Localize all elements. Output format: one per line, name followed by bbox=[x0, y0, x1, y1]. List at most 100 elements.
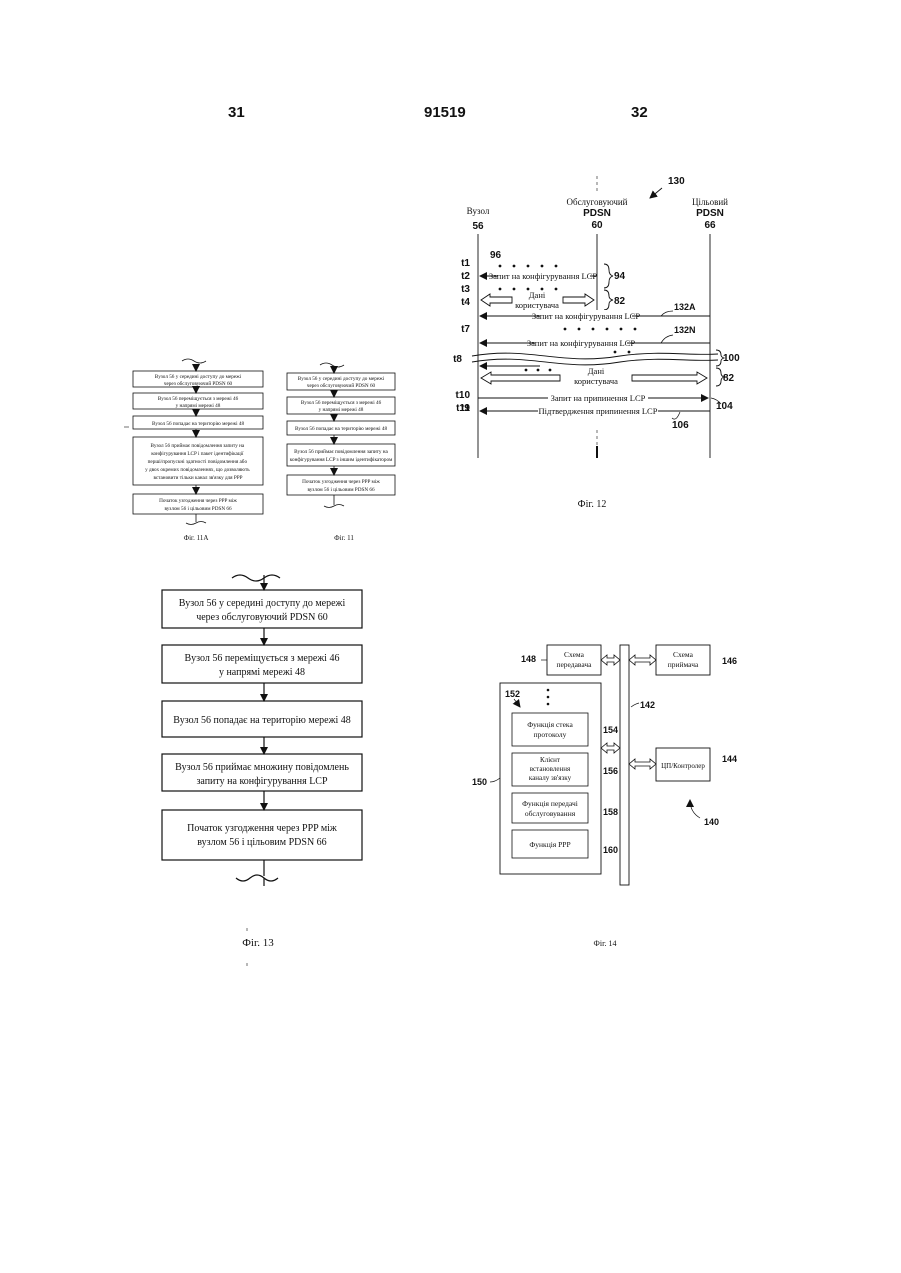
svg-text:Початок узгодження через PPP м: Початок узгодження через PPP між вузлом 5… bbox=[159, 498, 237, 512]
fig11-box-1-l2: через обслуговуючий PDSN 60 bbox=[307, 382, 376, 389]
fig13-box-5 bbox=[162, 810, 362, 860]
ref-82a: 82 bbox=[614, 296, 626, 307]
fig13-box-1-l2: через обслуговуючий PDSN 60 bbox=[196, 612, 328, 623]
fig12-caption: Фіг. 12 bbox=[578, 499, 607, 510]
fig11-box-5-l2: вузлом 56 і цільовим PDSN 66 bbox=[307, 487, 375, 493]
serving-num: 60 bbox=[591, 220, 603, 231]
fig11a-box-1-l1: Вузол 56 у середині доступу до мережі bbox=[155, 374, 242, 380]
fig13-box-3-l1: Вузол 56 попадає на територію мережі 48 bbox=[173, 715, 351, 726]
t1: t1 bbox=[461, 258, 470, 269]
svg-text:Вузол 56 у середині доступу до: Вузол 56 у середині доступу до мережічер… bbox=[155, 374, 242, 387]
svg-text:Вузол 56 у середині доступу до: Вузол 56 у середині доступу до мережічер… bbox=[298, 376, 385, 389]
serving-pdsn: PDSN bbox=[583, 208, 611, 219]
msg-term-ack: Підтвердження припинення LCP bbox=[539, 406, 658, 416]
fig13-box-2-l1: Вузол 56 переміщується з мережі 46 bbox=[185, 653, 340, 664]
ref-132n: 132N bbox=[674, 325, 696, 335]
fig11a-box-4-l4: у двох окремих повідомленнях, що дозволя… bbox=[145, 467, 250, 473]
fig11a-box-1-l2: через обслуговуючий PDSN 60 bbox=[164, 380, 233, 387]
fig11-box-3-l1: Вузол 56 попадає на територію мережі 48 bbox=[295, 426, 388, 432]
msg-data-2a: Дані bbox=[588, 366, 605, 376]
ref-154: 154 bbox=[603, 725, 618, 735]
block-2-l3: каналу зв'язку bbox=[529, 774, 572, 782]
fig11a-box-2-l1: Вузол 56 переміщується з мережі 46 bbox=[158, 396, 239, 402]
t4: t4 bbox=[461, 297, 470, 308]
fig14-caption: Фіг. 14 bbox=[594, 939, 617, 948]
handoff-block bbox=[512, 793, 588, 823]
ref-132a: 132A bbox=[674, 302, 696, 312]
svg-text:Функція стекапротоколу: Функція стекапротоколу bbox=[527, 720, 573, 739]
msg-lcp-1: Запит на конфігурування LCP bbox=[489, 271, 597, 281]
fig11a-box-4-l5: встановити тільки канал зв'язку для PPP bbox=[153, 475, 242, 481]
controller-label: ЦП/Контролер bbox=[661, 762, 705, 770]
figure-11a: Вузол 56 у середині доступу до мережічер… bbox=[133, 359, 263, 542]
receiver-l2: приймача bbox=[668, 660, 699, 669]
fig11-box-2-l1: Вузол 56 переміщується з мережі 46 bbox=[301, 400, 382, 406]
ref-82b: 82 bbox=[723, 373, 735, 384]
svg-text:Вузол 56 у середині доступу до: Вузол 56 у середині доступу до мережі чер… bbox=[179, 598, 346, 623]
block-4-l1: Функція PPP bbox=[529, 840, 570, 849]
svg-text:Функція передачіобслуговування: Функція передачіобслуговування bbox=[522, 799, 578, 818]
fig11a-box-4-l2: конфігурування LCP і пакет ідентифікації bbox=[151, 450, 244, 457]
ref-106: 106 bbox=[672, 420, 689, 431]
ref-96: 96 bbox=[490, 250, 502, 261]
ref-148: 148 bbox=[521, 654, 536, 664]
t7: t7 bbox=[461, 324, 470, 335]
block-3-l1: Функція передачі bbox=[522, 799, 578, 808]
ref-140: 140 bbox=[704, 817, 719, 827]
fig13-box-2-l2: у напрямі мережі 48 bbox=[219, 667, 305, 678]
svg-text:Вузол 56 переміщується з мереж: Вузол 56 переміщується з мережі 46 у напр… bbox=[185, 653, 340, 678]
msg-lcp-3: Запит на конфігурування LCP bbox=[527, 338, 635, 348]
transmitter-l2: передавача bbox=[556, 660, 592, 669]
fig11-box-4-l2: конфігурування LCP з іншим ідентифікатор… bbox=[290, 456, 393, 463]
ref-104: 104 bbox=[716, 401, 733, 412]
fig11-box-5-l1: Початок узгодження через PPP між bbox=[302, 479, 380, 485]
block-1-l1: Функція стека bbox=[527, 720, 573, 729]
fig11a-box-5-l2: вузлом 56 і цільовим PDSN 66 bbox=[164, 506, 232, 512]
figure-14: 142 Схемапередавача 148 Схемаприймача 14… bbox=[472, 645, 737, 948]
target-label: Цільовий bbox=[692, 197, 728, 207]
svg-text:Вузол 56 приймає множину повід: Вузол 56 приймає множину повідомлень запи… bbox=[175, 762, 349, 787]
fig11a-box-5-l1: Початок узгодження через PPP між bbox=[159, 498, 237, 504]
node-num: 56 bbox=[472, 221, 484, 232]
fig11-box-4-l1: Вузол 56 приймає повідомлення запиту на bbox=[294, 448, 388, 455]
block-3-l2: обслуговування bbox=[525, 809, 576, 818]
ref-100: 100 bbox=[723, 353, 740, 364]
svg-text:Вузол 56 приймає повідомлення: Вузол 56 приймає повідомлення запиту на … bbox=[145, 442, 251, 481]
figure-12: 130 Вузол 56 Обслуговуючий PDSN 60 Цільо… bbox=[453, 176, 740, 510]
fig11-caption: Фіг. 11 bbox=[334, 534, 354, 542]
t2: t2 bbox=[461, 271, 470, 282]
t11: t11 bbox=[456, 403, 470, 414]
receiver-l1: Схема bbox=[673, 650, 694, 659]
ref-146: 146 bbox=[722, 656, 737, 666]
msg-data-1a: Дані bbox=[529, 290, 546, 300]
ref-94: 94 bbox=[614, 271, 626, 282]
ref-142: 142 bbox=[640, 700, 655, 710]
fig13-box-4-l2: запиту на конфігурування LCP bbox=[196, 776, 328, 787]
msg-lcp-2: Запит на конфігурування LCP bbox=[532, 311, 640, 321]
figure-13: Вузол 56 у середині доступу до мережі чер… bbox=[162, 575, 362, 949]
svg-text:Вузол 56 переміщується з мереж: Вузол 56 переміщується з мережі 46у напр… bbox=[301, 400, 382, 413]
svg-text:Схемапередавача: Схемапередавача bbox=[556, 650, 592, 669]
block-2-l2: встановлення bbox=[530, 765, 571, 773]
svg-text:Вузол 56 попадає на територію: Вузол 56 попадає на територію мережі 48 bbox=[295, 426, 388, 432]
msg-data-1b: користувача bbox=[515, 300, 559, 310]
t8: t8 bbox=[453, 354, 462, 365]
fig11a-box-3-l1: Вузол 56 попадає на територію мережі 48 bbox=[152, 421, 245, 427]
fig13-box-1-l1: Вузол 56 у середині доступу до мережі bbox=[179, 598, 346, 609]
ref-150: 150 bbox=[472, 777, 487, 787]
t10: t10 bbox=[456, 390, 471, 401]
ref-144: 144 bbox=[722, 754, 737, 764]
svg-text:Початок узгодження через PPP м: Початок узгодження через PPP між вузлом 5… bbox=[302, 479, 380, 493]
svg-text:Клієнтвстановленняканалу зв'яз: Клієнтвстановленняканалу зв'язку bbox=[529, 756, 572, 782]
target-num: 66 bbox=[704, 220, 716, 231]
fig11a-box-2-l2: у напрямі мережі 48 bbox=[176, 403, 221, 409]
svg-text:Початок узгодження через PPP м: Початок узгодження через PPP міжвузлом 5… bbox=[187, 823, 337, 848]
fig13-box-4-l1: Вузол 56 приймає множину повідомлень bbox=[175, 762, 349, 773]
fig13-caption: Фіг. 13 bbox=[242, 937, 274, 949]
transmitter-l1: Схема bbox=[564, 650, 585, 659]
svg-text:Вузол 56 попадає на територію: Вузол 56 попадає на територію мережі 48 bbox=[173, 715, 351, 726]
node-label: Вузол bbox=[467, 206, 490, 216]
svg-text:Вузол 56 переміщується з мереж: Вузол 56 переміщується з мережі 46у напр… bbox=[158, 396, 239, 409]
msg-data-2b: користувача bbox=[574, 376, 618, 386]
